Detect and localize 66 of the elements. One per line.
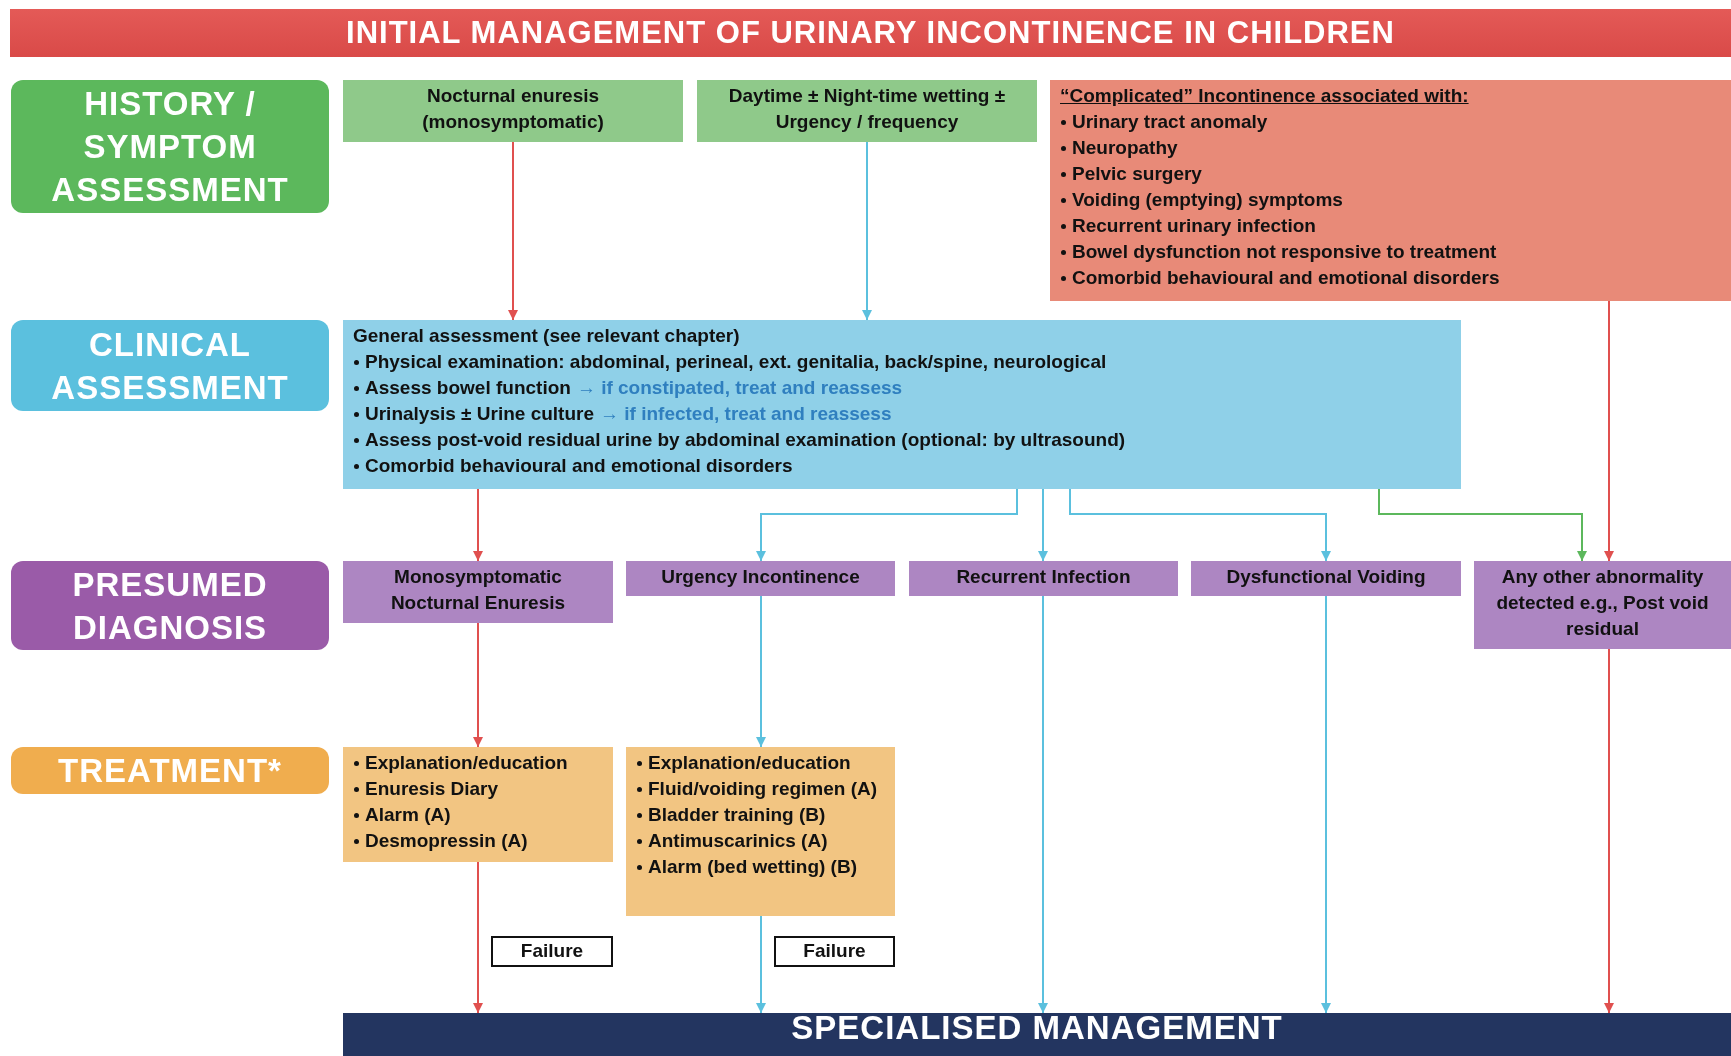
box-text: Any other abnormality detected e.g., Post void residual (1496, 566, 1709, 639)
bullet-item: Voiding (emptying) symptoms (1060, 187, 1343, 213)
heading-text: “Complicated” Incontinence associated with: (1060, 85, 1469, 106)
title-banner: INITIAL MANAGEMENT OF URINARY INCONTINENCE IN CHILDREN (10, 9, 1731, 57)
arrow (473, 861, 483, 1014)
outcome-banner: SPECIALISED MANAGEMENT (343, 1013, 1731, 1056)
flow-box (343, 320, 1461, 489)
box-text: Nocturnal enuresis (monosymptomatic) (422, 85, 604, 132)
arrow (862, 141, 872, 321)
arrow (473, 622, 483, 748)
box-text: Monosymptomatic Nocturnal Enuresis (390, 566, 566, 613)
failure-box: Failure (774, 936, 895, 967)
flow-box (343, 80, 683, 142)
bullet-item: Explanation/education (353, 750, 568, 776)
arrow (1038, 488, 1048, 562)
arrow (756, 595, 766, 748)
bullet-item: Assess bowel function (353, 375, 571, 401)
arrow (756, 915, 766, 1014)
bullet-item: Urinary tract anomaly (1060, 109, 1268, 135)
flow-box (1191, 561, 1461, 596)
bullet-item: Alarm (bed wetting) (B) (636, 854, 857, 880)
bullet-item: Comorbid behavioural and emotional disorders (353, 453, 793, 479)
bullet-item: Neuropathy (1060, 135, 1178, 161)
box-text: Urgency Incontinence (661, 566, 860, 587)
bullet-item: Assess post-void residual urine by abdominal examination (optional: by ultrasound) (353, 427, 1126, 453)
flow-box (697, 80, 1037, 142)
stage-label: CLINICAL ASSESSMENT (11, 320, 329, 411)
arrow (756, 488, 1018, 562)
bullet-item: Explanation/education (636, 750, 851, 776)
bullet-item: Bladder training (B) (636, 802, 826, 828)
flow-box (626, 561, 895, 596)
note-text: → if constipated, treat and reassess (576, 376, 903, 400)
flow-box (626, 747, 895, 916)
bullet-item: Desmopressin (A) (353, 828, 528, 854)
bullet-item: Enuresis Diary (353, 776, 499, 802)
flow-box (343, 747, 613, 862)
bullet-item: Physical examination: abdominal, perineal, ext. genitalia, back/spine, neurological (353, 349, 1107, 375)
note-text: → if infected, treat and reassess (600, 402, 892, 426)
failure-box: Failure (491, 936, 613, 967)
arrow (508, 141, 518, 321)
bullet-item: Pelvic surgery (1060, 161, 1202, 187)
box-text: General assessment (see relevant chapter) (353, 325, 740, 346)
arrow (1069, 488, 1331, 562)
flow-box (1474, 561, 1731, 649)
bullet-item: Comorbid behavioural and emotional disorders (1060, 265, 1500, 291)
stage-label: TREATMENT* (11, 747, 329, 794)
bullet-item: Antimuscarinics (A) (636, 828, 828, 854)
box-text: Daytime ± Night-time wetting ± Urgency / frequency (728, 85, 1006, 132)
arrow (1038, 595, 1048, 1014)
box-text: Recurrent Infection (956, 566, 1131, 587)
flow-box (1050, 80, 1731, 301)
arrow (1378, 488, 1587, 562)
arrow (473, 488, 483, 562)
bullet-item: Urinalysis ± Urine culture (353, 401, 594, 427)
arrow (1604, 648, 1614, 1014)
stage-label: PRESUMED DIAGNOSIS (11, 561, 329, 650)
flow-box (343, 561, 613, 623)
stage-label: HISTORY / SYMPTOM ASSESSMENT (11, 80, 329, 213)
bullet-item: Recurrent urinary infection (1060, 213, 1316, 239)
bullet-item: Bowel dysfunction not responsive to treatment (1060, 239, 1497, 265)
bullet-item: Fluid/voiding regimen (A) (636, 776, 878, 802)
flow-box (909, 561, 1178, 596)
arrow (1321, 595, 1331, 1014)
box-text: Dysfunctional Voiding (1226, 566, 1426, 587)
bullet-item: Alarm (A) (353, 802, 451, 828)
arrow (1604, 300, 1614, 562)
